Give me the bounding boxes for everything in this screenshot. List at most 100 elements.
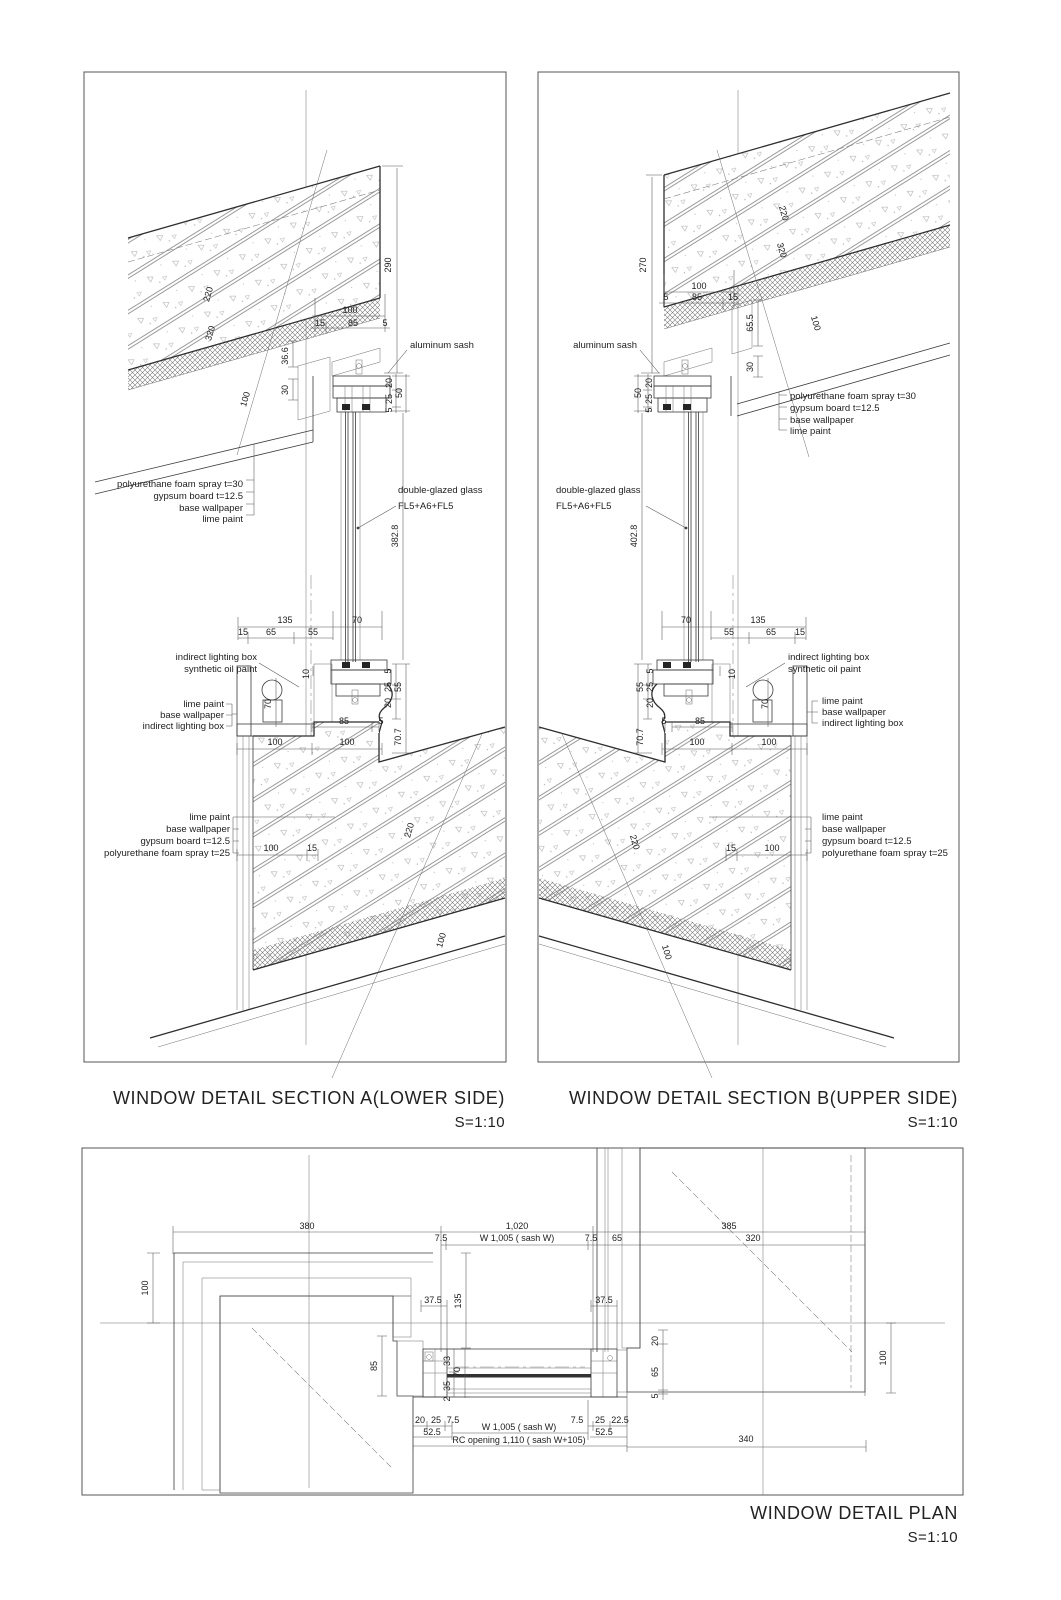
section-a-lower-slab: [149, 721, 506, 1079]
plan: 380 1,020 385 7.5 W 1,005 ( sash W) 7.5 …: [81, 1147, 964, 1546]
label-box-2: base wallpaper: [160, 710, 224, 721]
plan-border: [81, 1147, 964, 1496]
section-b-ceiling-lines: [730, 342, 951, 417]
label-floor-3: gypsum board t=12.5: [822, 836, 912, 847]
plan-construction-lines: [308, 1148, 764, 1495]
label-ceiling-2: gypsum board t=12.5: [153, 491, 243, 502]
label-floor-3: gypsum board t=12.5: [140, 836, 230, 847]
dim-rc-opening: RC opening 1,110 ( sash W+105): [452, 1435, 585, 1445]
dim-wall-5: 5: [650, 1393, 660, 1398]
label-ceiling-4: lime paint: [202, 514, 243, 525]
dim-wall-20: 20: [650, 1336, 660, 1346]
dim-b225: 22.5: [611, 1415, 629, 1425]
label-ceiling-1: polyurethane foam spray t=30: [117, 479, 243, 490]
dim-sash-70: 70: [352, 615, 362, 625]
dim-10: 10: [727, 669, 737, 679]
dim-head-20: 20: [384, 378, 394, 388]
plan-scale: S=1:10: [908, 1529, 958, 1546]
dim-2: 2: [442, 1396, 452, 1401]
dim-open-5: 5: [663, 292, 668, 302]
dim-b20: 20: [415, 1415, 425, 1425]
dim-sill-15: 15: [238, 627, 248, 637]
dim-opening: 100: [691, 281, 706, 291]
dim-sash-w-bottom: W 1,005 ( sash W): [482, 1422, 557, 1432]
label-box-3: indirect lighting box: [822, 718, 904, 729]
label-glass-2: FL5+A6+FL5: [398, 501, 453, 512]
label-box-1: lime paint: [822, 696, 863, 707]
dim-37-5-b: 37.5: [595, 1295, 613, 1305]
section-a-dim-lines: [236, 165, 410, 861]
dim-7-5-a: 7.5: [435, 1233, 448, 1243]
plan-corner-column: [173, 1252, 433, 1494]
section-b-texts: 270 100 5 85 15 220 320 100 65.5 30 20 2…: [556, 205, 948, 961]
section-a-head-frame: [332, 359, 391, 413]
label-glass-1: double-glazed glass: [398, 485, 483, 496]
dim-380: 380: [299, 1221, 314, 1231]
dim-sash-w-top: W 1,005 ( sash W): [480, 1233, 555, 1243]
label-box-3: indirect lighting box: [143, 721, 225, 732]
section-b-border: [537, 71, 960, 1063]
section-b-sash-jambs: [683, 412, 704, 660]
section-a-leaders: [226, 349, 408, 854]
label-lighting-1: indirect lighting box: [176, 652, 258, 663]
dim-fdiag-100: 100: [660, 944, 674, 961]
dim-head-25: 25: [644, 394, 654, 404]
label-glass-2: FL5+A6+FL5: [556, 501, 611, 512]
dim-sillv-5: 5: [645, 668, 655, 673]
label-floor-1: lime paint: [189, 812, 230, 823]
lamp-icon: [752, 679, 774, 701]
dim-slab-height: 270: [638, 257, 648, 272]
section-b: 270 100 5 85 15 220 320 100 65.5 30 20 2…: [537, 71, 960, 1131]
dim-floor-100: 100: [764, 843, 779, 853]
dim-sill-55: 55: [724, 627, 734, 637]
dim-sill-65: 65: [266, 627, 276, 637]
dim-b75a: 7.5: [447, 1415, 460, 1425]
dim-340: 340: [738, 1434, 753, 1444]
dim-head-25: 25: [384, 394, 394, 404]
section-a: 290 100 15 85 5 220 320 100 36.6 30 20 2…: [83, 71, 507, 1131]
dim-1020: 1,020: [506, 1221, 529, 1231]
section-a-glass: [345, 412, 356, 662]
label-box-1: lime paint: [183, 699, 224, 710]
dim-slab-height: 290: [383, 257, 393, 272]
section-a-texts: 290 100 15 85 5 220 320 100 36.6 30 20 2…: [104, 257, 483, 948]
dim-open-85: 85: [692, 292, 702, 302]
dim-sill-65: 65: [766, 627, 776, 637]
section-b-sill: [651, 659, 714, 734]
section-a-ceiling-lines: [94, 376, 314, 495]
label-floor-2: base wallpaper: [166, 824, 230, 835]
dim-diag-320: 320: [775, 242, 789, 259]
dim-head-offset: 65.5: [745, 314, 755, 332]
dim-100a: 100: [689, 737, 704, 747]
dim-sillv-20: 20: [383, 698, 393, 708]
label-ceiling-2: gypsum board t=12.5: [790, 403, 880, 414]
dim-fdiag-100: 100: [434, 932, 448, 949]
dim-floor-100: 100: [263, 843, 278, 853]
dim-65: 65: [612, 1233, 622, 1243]
dim-100-left: 100: [140, 1280, 150, 1295]
dim-head-5: 5: [384, 407, 394, 412]
dim-floor-15: 15: [307, 843, 317, 853]
plan-dim-lines: [147, 1226, 896, 1452]
dim-diag-220: 220: [201, 286, 215, 303]
dim-sillv-25: 25: [383, 682, 393, 692]
dim-85: 85: [695, 716, 705, 726]
dim-320: 320: [745, 1233, 760, 1243]
dim-diag-100: 100: [809, 315, 823, 332]
dim-wall-65: 65: [650, 1367, 660, 1377]
section-b-lower-slab: [538, 721, 895, 1079]
dim-floor-15: 15: [726, 843, 736, 853]
dim-diag-100: 100: [238, 391, 252, 408]
label-floor-4: polyurethane foam spray t=25: [104, 848, 230, 859]
dim-sill-55: 55: [308, 627, 318, 637]
dim-head-20: 20: [644, 378, 654, 388]
dim-sill-15: 15: [795, 627, 805, 637]
dim-opening: 100: [342, 305, 357, 315]
dim-diag-320: 320: [203, 325, 217, 342]
dim-70: 70: [452, 1367, 462, 1377]
label-floor-1: lime paint: [822, 812, 863, 823]
section-a-sill: [330, 659, 393, 734]
label-floor-2: base wallpaper: [822, 824, 886, 835]
